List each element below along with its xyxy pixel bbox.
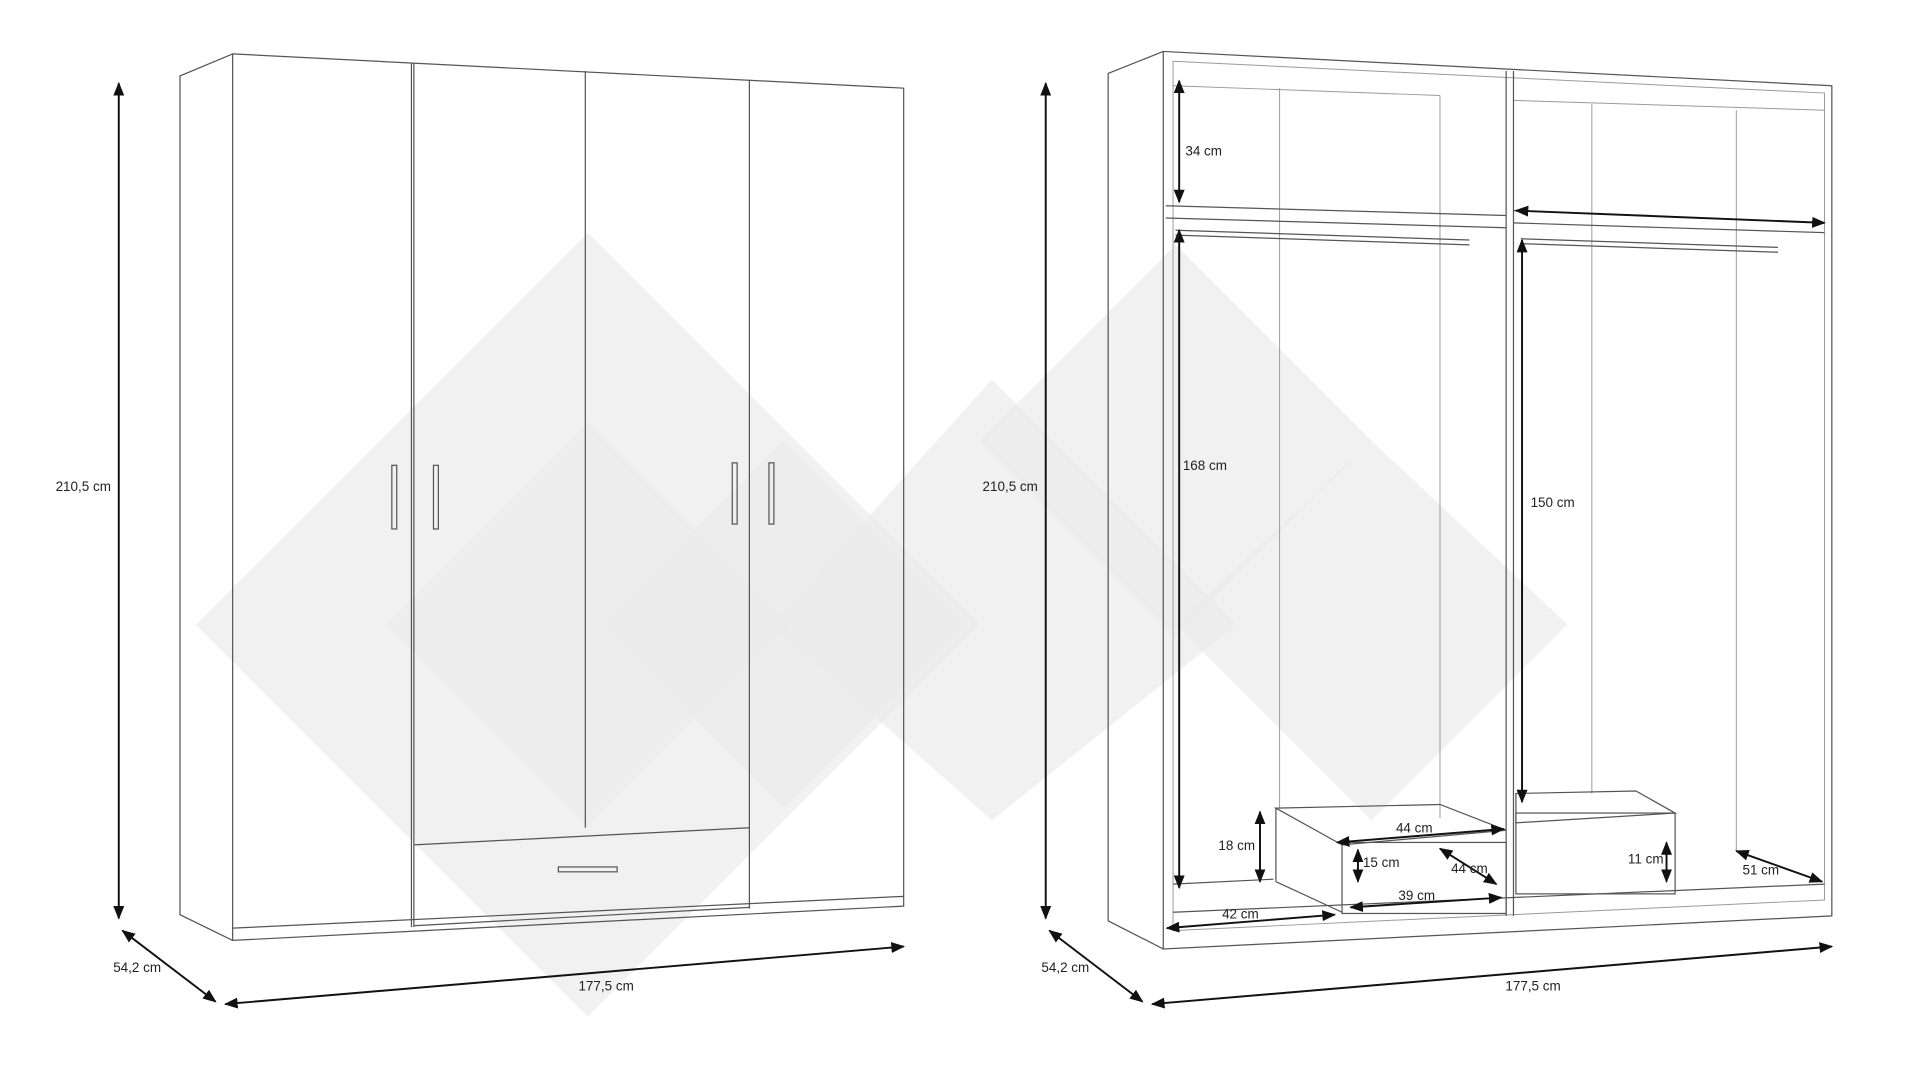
drawer-inner-depth-label: 44 cm [1451, 861, 1488, 876]
depth-label: 54,2 cm [113, 960, 161, 975]
width-label: 177,5 cm [1505, 979, 1560, 994]
depth-label: 54,2 cm [1041, 960, 1089, 975]
right-hanging-height-label: 150 cm [1531, 495, 1575, 510]
door-handles [391, 462, 775, 873]
drawer-box-width-label: 44 cm [1396, 821, 1433, 836]
bottom-left-width-label: 42 cm [1222, 906, 1259, 921]
wardrobe-front-view: 210,5 cm 54,2 cm 177,5 cm [56, 53, 906, 1009]
wardrobe-interior-view: 210,5 cm 54,2 cm 177,5 cm 34 cm 168 cm 1… [983, 50, 1834, 1009]
right-drawer-height-label: 11 cm [1628, 851, 1664, 866]
height-label: 210,5 cm [983, 479, 1038, 494]
width-label: 177,5 cm [578, 979, 633, 994]
watermark-logo [195, 232, 1568, 1017]
height-label: 210,5 cm [56, 479, 111, 494]
left-hanging-height-label: 168 cm [1183, 458, 1227, 473]
drawer-box-height-label: 18 cm [1218, 838, 1255, 853]
top-shelf-height-label: 34 cm [1185, 144, 1222, 159]
bottom-right-depth-label: 51 cm [1742, 862, 1779, 877]
drawer-inner-width-label: 39 cm [1398, 888, 1435, 903]
drawer-inner-height-label: 15 cm [1363, 855, 1400, 870]
